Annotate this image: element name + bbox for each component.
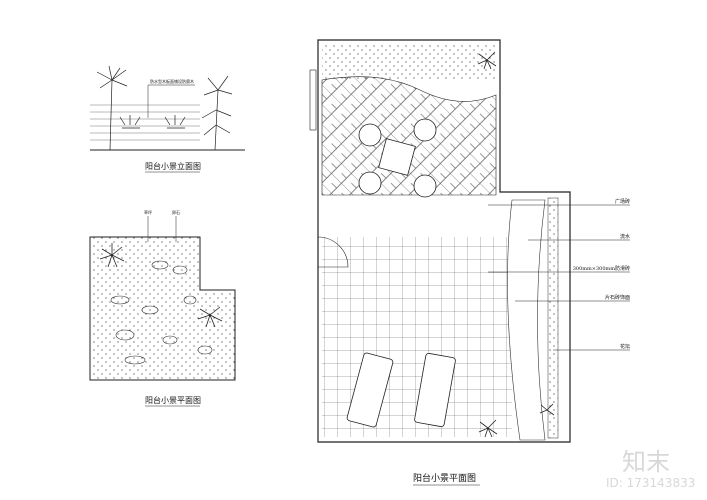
label-stone-facing: 片石砖饰面 [605,294,630,301]
plant-icon [477,51,555,438]
small-plan-label: 卵石 [172,209,180,215]
small-plan-view: 草坪 卵石 阳台小景平面图 [89,209,236,407]
watermark-id: ID: 173143833 [606,476,696,490]
label-flower-bed: 花坛 [620,343,630,350]
small-plan-title: 阳台小景平面图 [145,395,201,405]
main-plan-view: 广场砖 流水 300mm×300mm防滑砖 片石砖饰面 花坛 阳台小景平面图 [309,39,630,486]
elevation-note: 防水型木板面铺设防腐木 [150,78,194,84]
lounge-chairs [346,352,456,428]
table-and-chairs [358,118,437,198]
label-antislip-tile: 300mm×300mm防滑砖 [573,265,630,272]
elevation-view: 防水型木板面铺设防腐木 阳台小景立面图 [90,65,245,173]
plant-icon [96,65,233,151]
plant-icon [99,243,223,328]
elevation-title: 阳台小景立面图 [145,161,201,171]
main-plan-title: 阳台小景平面图 [413,472,476,484]
small-plan-label: 草坪 [144,209,152,215]
watermark-brand: 知末 [622,448,670,476]
label-water: 流水 [620,233,630,240]
label-square-tile: 广场砖 [615,198,630,205]
